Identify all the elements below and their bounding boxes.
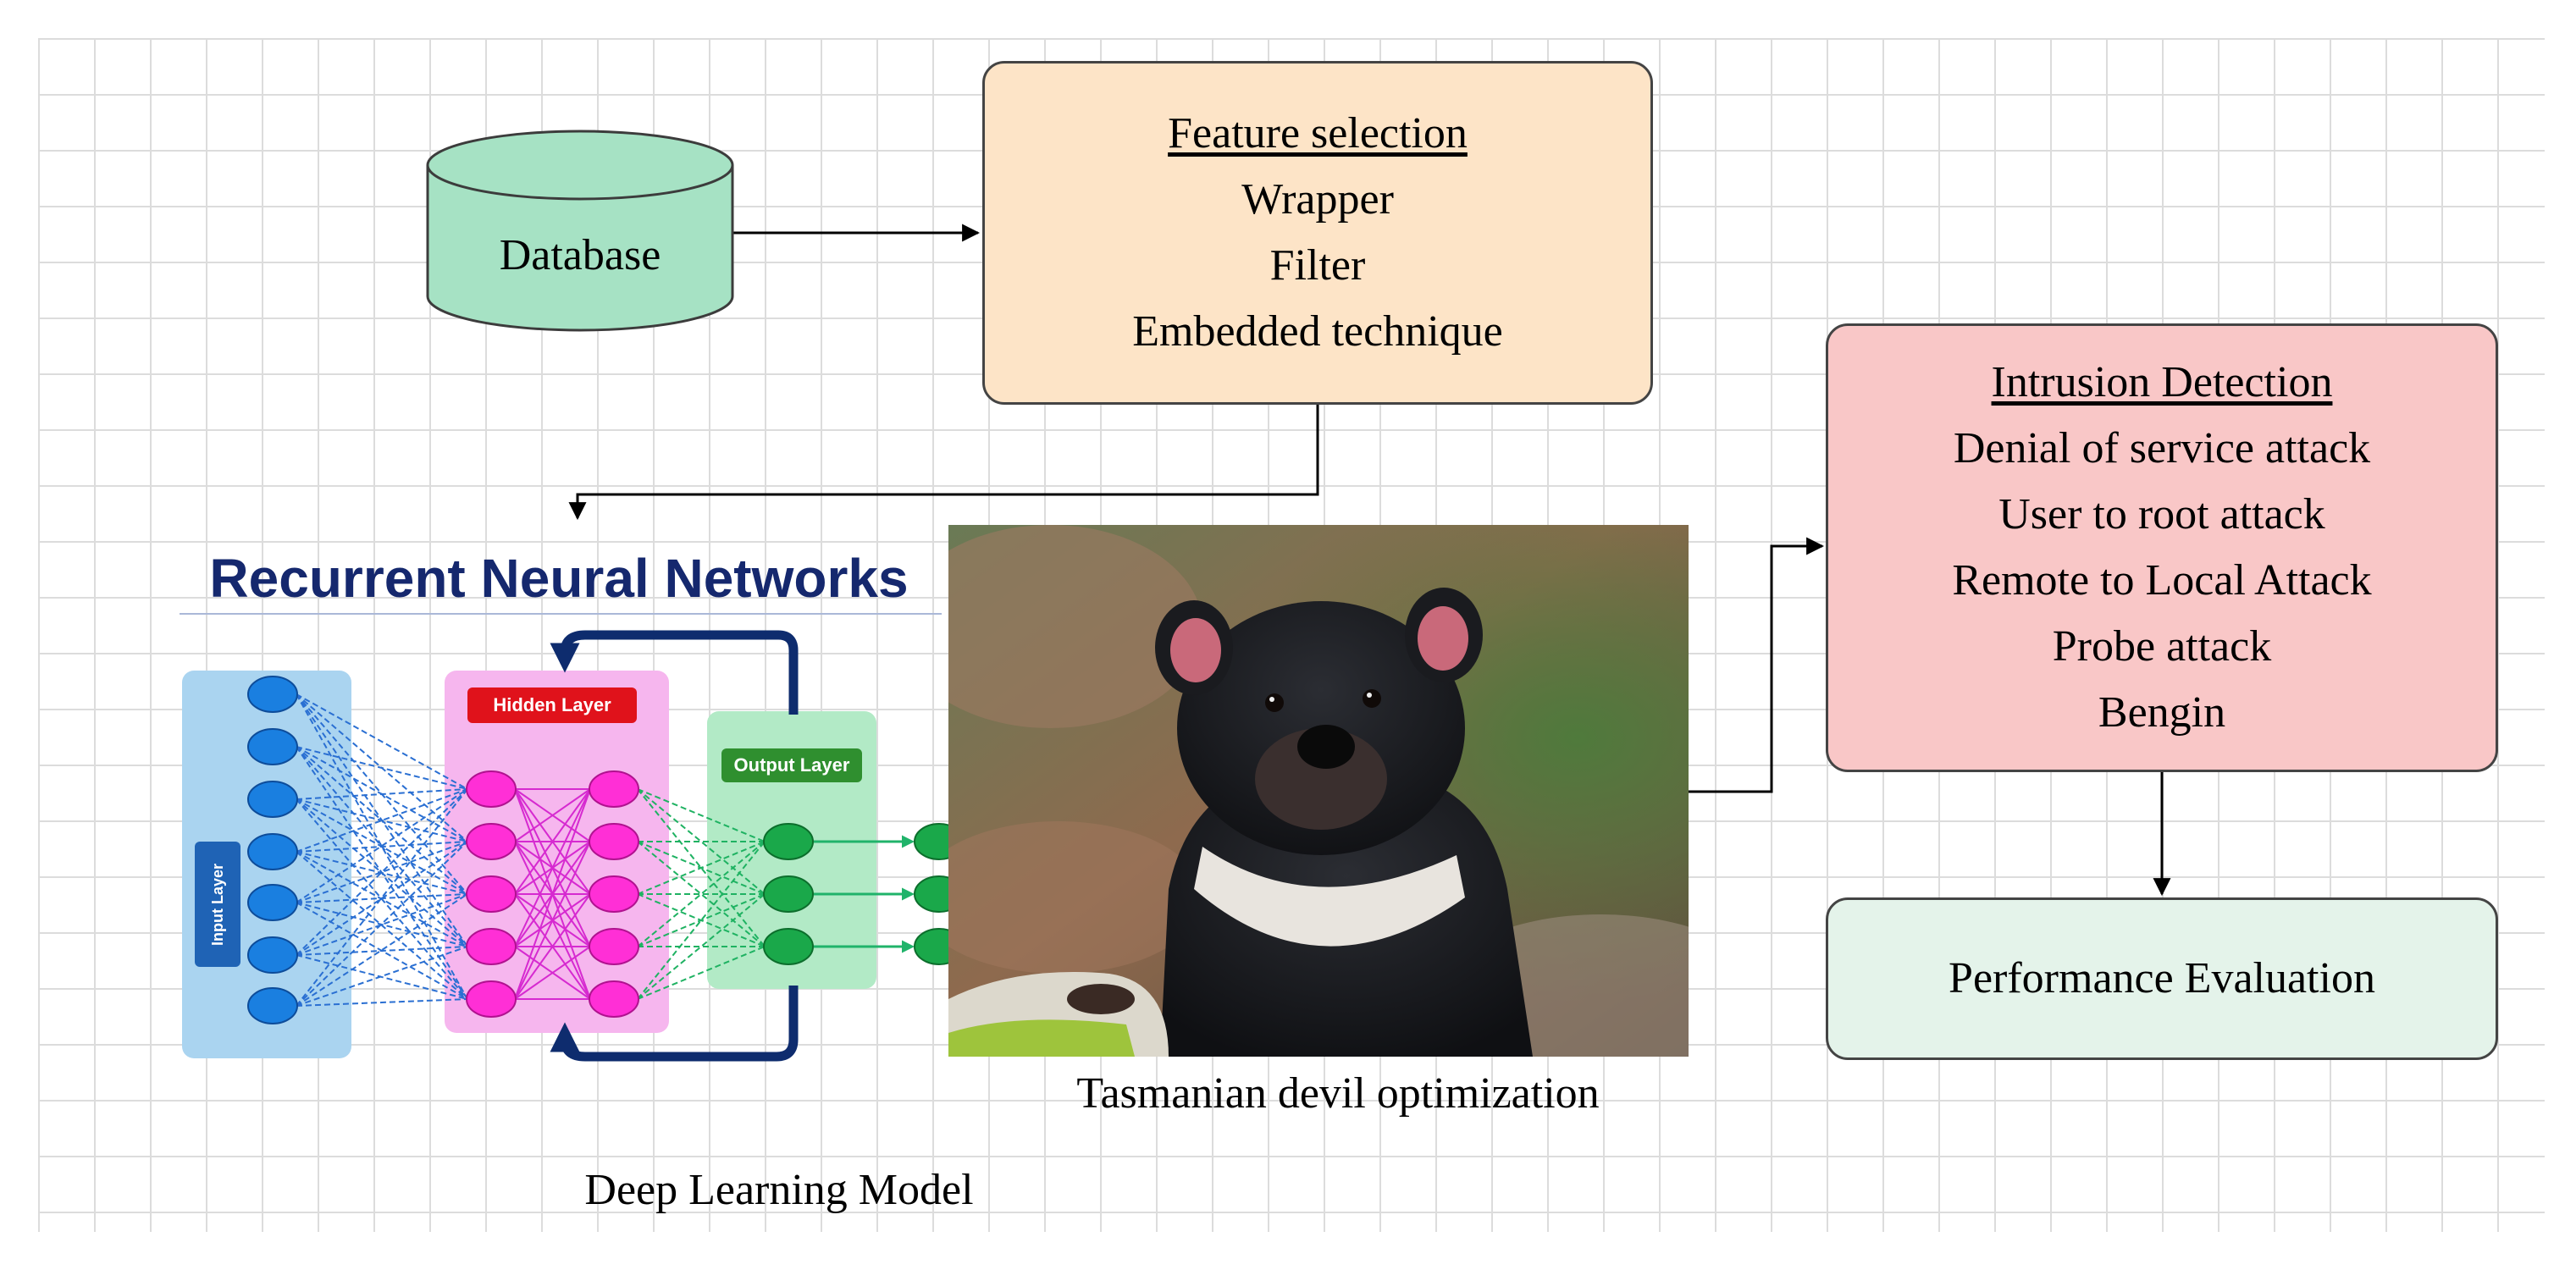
- connection-line: [514, 788, 591, 842]
- input-neuron: [247, 987, 298, 1024]
- hidden-output-connections: [637, 788, 766, 1000]
- attack-item: Denial of service attack: [1953, 424, 2371, 472]
- connection-line: [296, 788, 468, 853]
- connection-line: [514, 893, 591, 1000]
- feature-selection-item: Filter: [1269, 241, 1366, 290]
- hidden-neuron: [589, 980, 639, 1018]
- connection-line: [296, 998, 468, 1007]
- next-step-neuron: [914, 928, 948, 965]
- connection-line: [296, 798, 468, 842]
- output-neuron: [763, 823, 814, 860]
- rnn-illustration: [182, 630, 948, 1062]
- hidden-hidden-connections: [514, 788, 591, 1000]
- feature-selection-item: Embedded technique: [1132, 307, 1503, 356]
- connection-line: [514, 946, 591, 1000]
- performance-evaluation-box: Performance Evaluation: [1826, 897, 2498, 1060]
- connection-line: [637, 788, 766, 842]
- input-neuron: [247, 884, 298, 921]
- performance-evaluation-label: Performance Evaluation: [1949, 954, 2375, 1002]
- connection-line: [637, 946, 766, 1000]
- hidden-neuron: [589, 770, 639, 808]
- arrow-tdo-to-intrusion-detection: [1689, 537, 1825, 793]
- connection-line: [514, 841, 591, 1000]
- input-neuron: [247, 781, 298, 818]
- hidden-neurons-2: [589, 770, 639, 1018]
- attack-item: Remote to Local Attack: [1952, 556, 2372, 605]
- attack-item: Probe attack: [2052, 622, 2272, 671]
- output-neuron: [763, 875, 814, 913]
- connection-line: [296, 902, 468, 947]
- rnn-title: Recurrent Neural Networks: [209, 548, 909, 609]
- hidden-layer-tag: Hidden Layer: [467, 687, 637, 723]
- connection-line: [296, 851, 468, 895]
- tasmanian-devil-photo: [948, 525, 1689, 1057]
- connection-line: [296, 893, 468, 1007]
- connection-line: [296, 893, 468, 956]
- connection-line: [514, 788, 591, 947]
- next-step-neuron: [914, 823, 948, 860]
- connection-line: [296, 788, 468, 903]
- recurrent-arrow-top: [550, 630, 799, 715]
- connection-line: [637, 841, 766, 895]
- connection-line: [296, 788, 468, 956]
- connection-line: [637, 841, 766, 1000]
- input-hidden-connections: [296, 693, 468, 1007]
- arrow-feature-selection-to-rnn: [568, 405, 1319, 521]
- input-layer-tag: Input Layer: [195, 842, 240, 967]
- connection-line: [296, 693, 468, 790]
- connection-line: [296, 946, 468, 1007]
- output-arrows: [814, 835, 915, 953]
- output-layer-tag: Output Layer: [721, 748, 862, 782]
- input-neuron: [247, 728, 298, 765]
- devil-body: [1155, 588, 1533, 1057]
- output-neurons: [763, 823, 814, 965]
- input-neuron: [247, 833, 298, 870]
- hidden-neuron: [589, 875, 639, 913]
- connection-line: [296, 788, 468, 800]
- connection-line: [514, 788, 591, 895]
- deep-learning-caption: Deep Learning Model: [584, 1166, 974, 1214]
- hidden-neuron: [466, 875, 517, 913]
- hidden-neurons-1: [466, 770, 517, 1018]
- connection-line: [296, 841, 468, 1007]
- next-step-neurons: [914, 823, 948, 965]
- feature-selection-item: Wrapper: [1241, 175, 1394, 224]
- input-neuron: [247, 936, 298, 974]
- connection-line: [296, 946, 468, 956]
- connection-line: [296, 841, 468, 903]
- recurrent-arrow-bottom: [550, 986, 799, 1062]
- connection-line: [296, 954, 468, 1000]
- database-cylinder: [426, 130, 734, 332]
- attack-item: Bengin: [2098, 688, 2226, 737]
- feature-selection-box: Feature selection Wrapper Filter Embedde…: [982, 61, 1653, 405]
- hidden-neuron: [589, 928, 639, 965]
- connection-line: [637, 788, 766, 947]
- feature-selection-heading: Feature selection: [1168, 109, 1468, 157]
- tdo-caption: Tasmanian devil optimization: [1076, 1069, 1600, 1118]
- hidden-neuron: [466, 980, 517, 1018]
- connection-line: [637, 893, 766, 947]
- output-neuron: [763, 928, 814, 965]
- rnn-title-rule: [180, 613, 942, 615]
- intrusion-detection-heading: Intrusion Detection: [1991, 358, 2333, 406]
- connection-line: [296, 841, 468, 956]
- database-label: Database: [499, 231, 661, 279]
- input-neurons: [247, 676, 298, 1024]
- input-layer-label: Input Layer: [208, 863, 226, 946]
- connection-line: [296, 746, 468, 790]
- next-step-neuron: [914, 875, 948, 913]
- hidden-neuron: [466, 928, 517, 965]
- connection-line: [296, 841, 468, 853]
- connection-line: [514, 788, 591, 1000]
- hidden-neuron: [589, 823, 639, 860]
- intrusion-detection-box: Intrusion Detection Denial of service at…: [1826, 323, 2498, 772]
- attack-item: User to root attack: [1998, 490, 2325, 538]
- hidden-neuron: [466, 770, 517, 808]
- hidden-neuron: [466, 823, 517, 860]
- input-neuron: [247, 676, 298, 713]
